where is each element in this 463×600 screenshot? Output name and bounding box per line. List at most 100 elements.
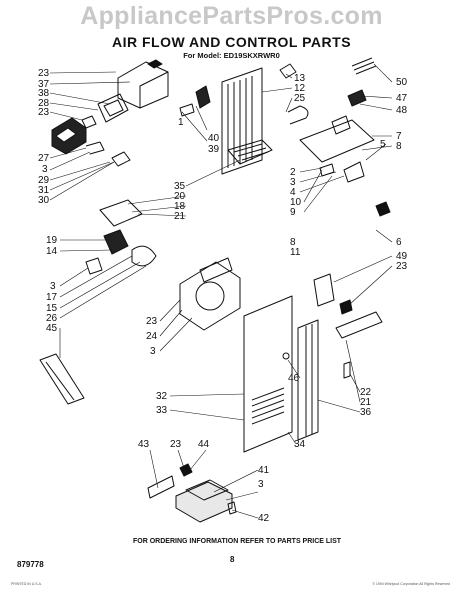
callout: 40 — [208, 133, 220, 144]
callout: 29 — [38, 175, 50, 186]
air-channel-ribs — [305, 324, 313, 436]
callout: 33 — [156, 405, 168, 416]
callout: 23 — [146, 316, 158, 327]
callout: 2 — [290, 167, 296, 178]
callout: 22 — [360, 387, 372, 398]
screw-22 — [343, 361, 351, 379]
callout: 44 — [198, 439, 210, 450]
screw-23-right — [339, 299, 353, 315]
callout: 50 — [396, 77, 408, 88]
screw-42 — [227, 501, 237, 515]
damper-knob — [147, 59, 163, 69]
diagram-code: 879778 — [17, 560, 44, 569]
callout: 9 — [290, 207, 296, 218]
callout: 13 — [294, 73, 306, 84]
callout: 48 — [396, 105, 408, 116]
callout: 23 — [38, 68, 50, 79]
callout: 35 — [174, 181, 186, 192]
callout: 4 — [290, 187, 296, 198]
callout: 3 — [150, 346, 156, 357]
callout: 3 — [290, 177, 296, 188]
fine-print-left: PRINTED IN U.S.A. — [11, 582, 42, 586]
callout: 49 — [396, 251, 408, 262]
callout: 10 — [290, 197, 302, 208]
callout: 41 — [258, 465, 270, 476]
callout: 8 — [396, 141, 402, 152]
callout: 12 — [294, 83, 306, 94]
callout: 3 — [258, 479, 264, 490]
callout: 6 — [396, 237, 402, 248]
cam-47 — [347, 89, 367, 107]
panel-hole — [282, 352, 290, 360]
clip — [85, 141, 105, 155]
callout: 45 — [46, 323, 58, 334]
duct-frame-inner — [103, 99, 124, 117]
shroud-top — [199, 257, 233, 283]
control-knob — [179, 103, 195, 117]
grommet-6 — [375, 201, 391, 217]
screw-10 — [319, 163, 335, 177]
evaporator-cover — [221, 67, 263, 175]
callout: 25 — [294, 93, 306, 104]
base-plate-top — [185, 479, 229, 501]
screw-13 — [279, 63, 297, 79]
rear-panel — [243, 295, 293, 453]
duct-frame — [97, 93, 129, 123]
callout: 14 — [46, 246, 58, 257]
leader-lines — [49, 63, 393, 519]
motor-clip — [85, 257, 103, 275]
control-switch — [331, 115, 351, 135]
callout: 47 — [396, 93, 408, 104]
channel-cap — [335, 311, 383, 339]
callout: 19 — [46, 235, 58, 246]
sensor — [111, 151, 131, 167]
callout: 17 — [46, 292, 58, 303]
callout: 39 — [208, 144, 220, 155]
small-bracket — [81, 115, 97, 129]
spring-50 — [351, 57, 377, 75]
callout: 38 — [38, 88, 50, 99]
panel-vents — [251, 387, 285, 425]
fan-blade — [131, 245, 157, 267]
callout: 26 — [46, 313, 58, 324]
fan-bracket — [99, 199, 143, 227]
callout: 43 — [138, 439, 150, 450]
rail-45 — [39, 353, 85, 405]
callout: 20 — [174, 191, 186, 202]
callout: 18 — [174, 201, 186, 212]
screw-44 — [179, 463, 193, 477]
callout: 46 — [288, 373, 300, 384]
callout: 30 — [38, 195, 50, 206]
damper-control — [195, 85, 211, 109]
air-diffuser — [227, 139, 273, 165]
callout: 21 — [360, 397, 372, 408]
bracket-43 — [147, 475, 175, 499]
rail-groove — [45, 361, 75, 401]
model-subtitle: For Model: ED19SKXRWR0 — [183, 51, 280, 60]
air-channel — [297, 319, 319, 441]
evaporator-fins — [227, 76, 253, 168]
callout: 34 — [294, 439, 306, 450]
watermark: AppliancePartsPros.com — [80, 2, 383, 30]
callout: 23 — [396, 261, 408, 272]
callout: 28 — [38, 98, 50, 109]
control-block — [343, 161, 365, 183]
callout: 31 — [38, 185, 50, 196]
callout: 11 — [290, 247, 301, 258]
callout: 1 — [178, 117, 184, 128]
fine-print-right: © 1994 Whirlpool Corporation All Rights … — [372, 582, 450, 586]
callout: 5 — [380, 139, 386, 150]
callout: 23 — [38, 107, 50, 118]
callout: 8 — [290, 237, 296, 248]
callout: 3 — [50, 281, 56, 292]
callout: 3 — [42, 164, 48, 175]
callout: 24 — [146, 331, 158, 342]
thermostat-housing-window — [55, 127, 77, 143]
fan-opening — [195, 281, 225, 311]
callout: 21 — [174, 211, 186, 222]
duct-housing-edge — [139, 71, 169, 108]
fan-shroud — [179, 261, 241, 331]
diagram-title: AIR FLOW AND CONTROL PARTS — [111, 34, 352, 50]
diffuser-slots — [233, 143, 269, 161]
callout: 23 — [170, 439, 182, 450]
